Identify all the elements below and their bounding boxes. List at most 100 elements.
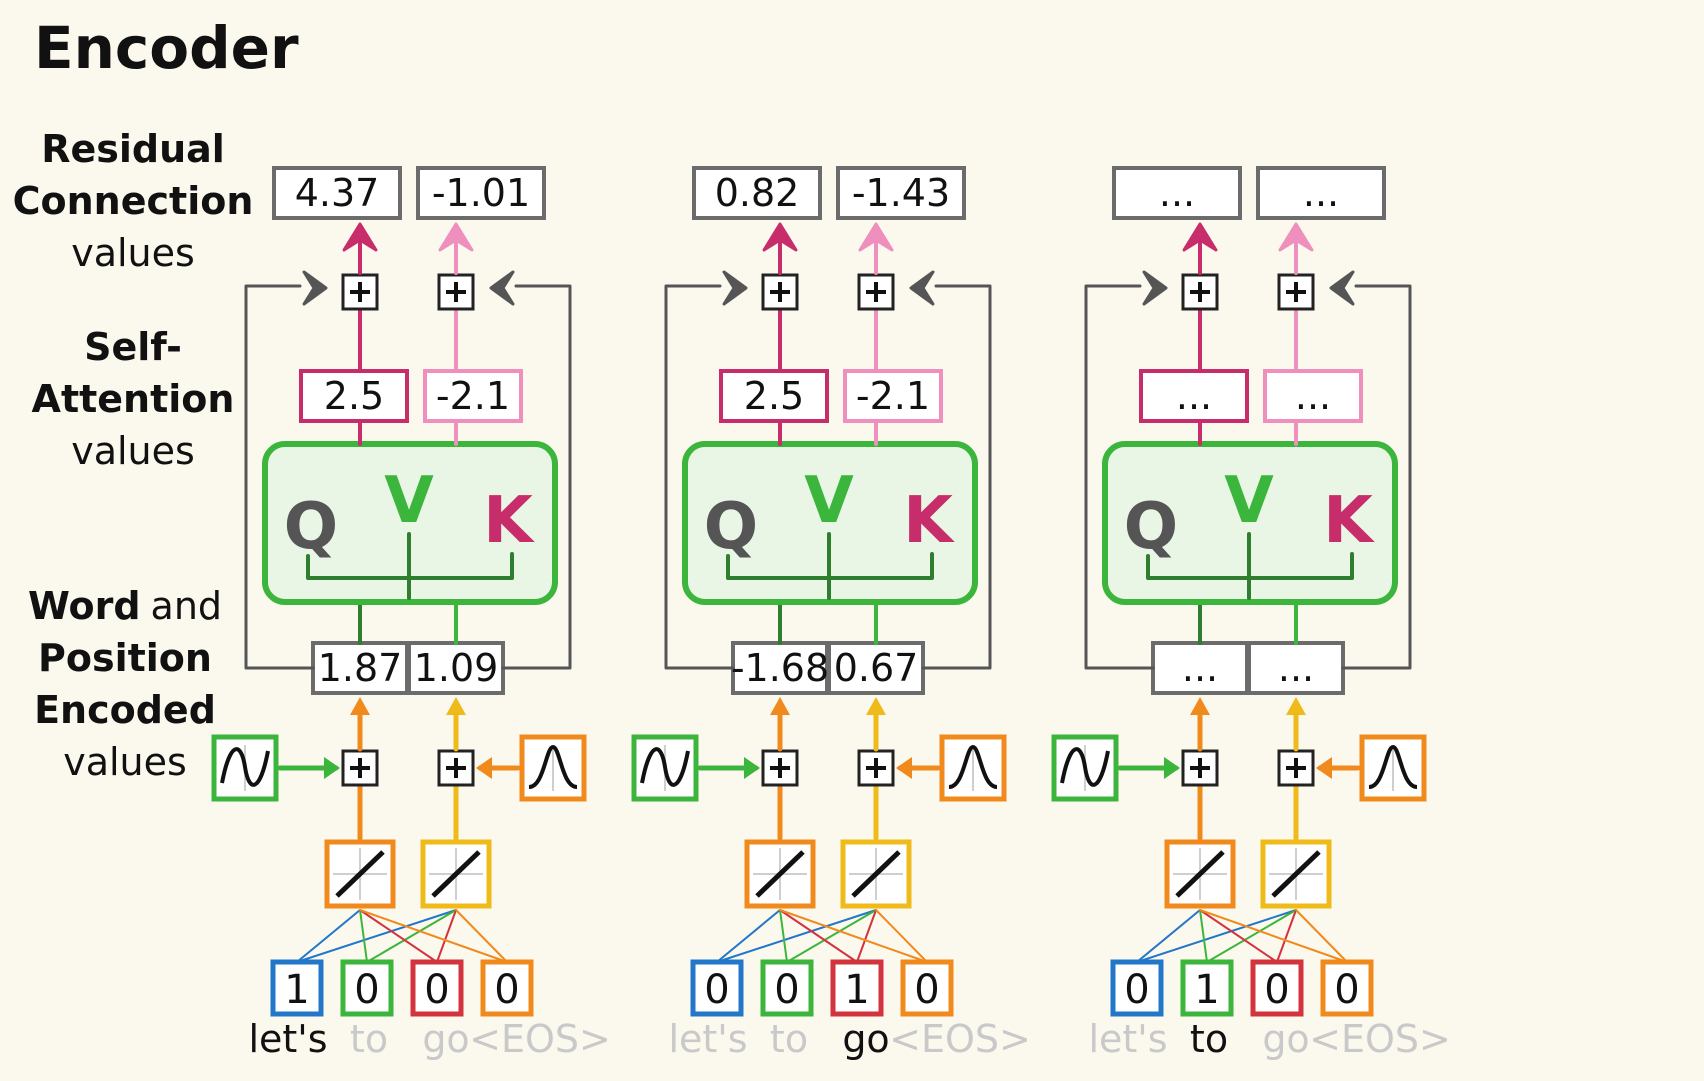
one-hot-frame: [1320, 959, 1374, 1017]
token-label: <EOS>: [1309, 1017, 1451, 1061]
residual-value-left: ...: [1112, 166, 1242, 220]
residual-chevron-left: [1142, 270, 1168, 306]
linear-unit-left-line: [335, 850, 385, 898]
side-labels: Residual Connection values Self- Attenti…: [13, 127, 254, 784]
key-label: K: [903, 484, 955, 558]
encoded-value-right: 0.67: [827, 641, 925, 695]
position-plus-right: [857, 749, 895, 787]
residual-arrowhead-left: [342, 222, 378, 252]
one-hot-box: 0: [480, 959, 534, 1017]
one-hot-value: 0: [494, 967, 519, 1013]
self-attention-value-left-text: 2.5: [324, 374, 384, 418]
weight-line-to-right: [1295, 909, 1348, 963]
cosine-position-icon-curve: [948, 744, 998, 789]
cosine-position-icon: [1359, 734, 1427, 802]
residual-value-left-frame: [692, 166, 822, 220]
encoded-value-right: ...: [1247, 641, 1345, 695]
self-attention-value-right-frame: [423, 369, 523, 423]
one-hot-value: 0: [774, 967, 799, 1013]
one-hot-box: 1: [1180, 959, 1234, 1017]
weight-line-to-left: [359, 909, 368, 963]
self-attention-frame: [1102, 441, 1398, 605]
self-attention-value-right-text: ...: [1295, 374, 1331, 418]
token-label-active: let's: [248, 1017, 327, 1061]
residual-value-left: 4.37: [272, 166, 402, 220]
position-plus-left: [761, 749, 799, 787]
token-label: let's: [1088, 1017, 1167, 1061]
linear-unit-right-line: [851, 850, 901, 898]
one-hot-box: 0: [410, 959, 464, 1017]
word-label: Word: [28, 584, 141, 628]
encoded-arrowhead-right: [1286, 697, 1306, 715]
one-hot-box: 0: [690, 959, 744, 1017]
encoded-value-right: 1.09: [407, 641, 505, 695]
self-attention-value-right-text: -2.1: [436, 374, 510, 418]
self-attention-frame: [262, 441, 558, 605]
one-hot-value: 0: [704, 967, 729, 1013]
one-hot-frame: [1110, 959, 1164, 1017]
self-attention-value-left-frame: [299, 369, 409, 423]
residual-value-right-text: -1.43: [852, 171, 950, 215]
weight-line-to-left: [1199, 909, 1348, 963]
query-label: Q: [704, 490, 758, 564]
weight-line-to-left: [296, 909, 361, 963]
input-weight-lines: [1136, 909, 1348, 963]
self-attention-label-line1: Self-: [84, 325, 182, 369]
one-hot-value: 0: [1264, 967, 1289, 1013]
self-attention-value-right-frame: [1263, 369, 1363, 423]
weight-line-to-left: [359, 909, 508, 963]
key-label: K: [1323, 484, 1375, 558]
weight-line-to-right: [716, 909, 877, 963]
residual-bypass-left: [1084, 284, 1155, 670]
token-label: <EOS>: [469, 1017, 611, 1061]
residual-arrowhead-right: [1278, 222, 1314, 252]
one-hot-box: 0: [1110, 959, 1164, 1017]
residual-value-right-text: ...: [1303, 171, 1339, 215]
position-arrowhead-right: [896, 757, 912, 779]
weight-line-to-left: [1199, 909, 1278, 963]
linear-unit-left: [1164, 839, 1236, 909]
self-attention-value-left-text: 2.5: [744, 374, 804, 418]
cosine-position-icon-curve: [1368, 744, 1418, 789]
weight-line-to-left: [359, 909, 438, 963]
one-hot-box: 0: [1250, 959, 1304, 1017]
residual-plus-right: [857, 273, 895, 311]
token-label: to: [350, 1017, 388, 1061]
weight-line-to-right: [1136, 909, 1297, 963]
one-hot-value: 0: [354, 967, 379, 1013]
residual-value-right: ...: [1256, 166, 1386, 220]
one-hot-frame: [410, 959, 464, 1017]
token-label: <EOS>: [889, 1017, 1031, 1061]
query-label: Q: [1124, 490, 1178, 564]
one-hot-frame: [690, 959, 744, 1017]
query-label: Q: [284, 490, 338, 564]
residual-value-right-frame: [416, 166, 546, 220]
residual-chevron-right: [1329, 270, 1355, 306]
one-hot-value: 0: [1124, 967, 1149, 1013]
self-attention-value-right: ...: [1263, 369, 1363, 423]
position-arrowhead-right: [1316, 757, 1332, 779]
residual-plus-left: [761, 273, 799, 311]
cosine-position-icon-curve: [528, 744, 578, 789]
token-label-active: go: [842, 1017, 889, 1061]
encoded-value-left: -1.68: [731, 641, 829, 695]
position-plus-right: [1277, 749, 1315, 787]
linear-unit-right: [420, 839, 492, 909]
linear-unit-left: [324, 839, 396, 909]
sine-position-icon: [1051, 734, 1119, 802]
cosine-position-icon: [519, 734, 587, 802]
linear-unit-right-line: [1271, 850, 1321, 898]
encoded-arrowhead-left: [350, 697, 370, 715]
token-label: go: [1262, 1017, 1309, 1061]
self-attention-value-left: 2.5: [299, 369, 409, 423]
self-attention-label-line2: Attention: [32, 377, 235, 421]
weight-line-to-right: [455, 909, 508, 963]
residual-chevron-left: [722, 270, 748, 306]
residual-arrowhead-left: [762, 222, 798, 252]
sine-position-icon-curve: [640, 747, 690, 787]
position-arrowhead-left: [744, 757, 760, 779]
